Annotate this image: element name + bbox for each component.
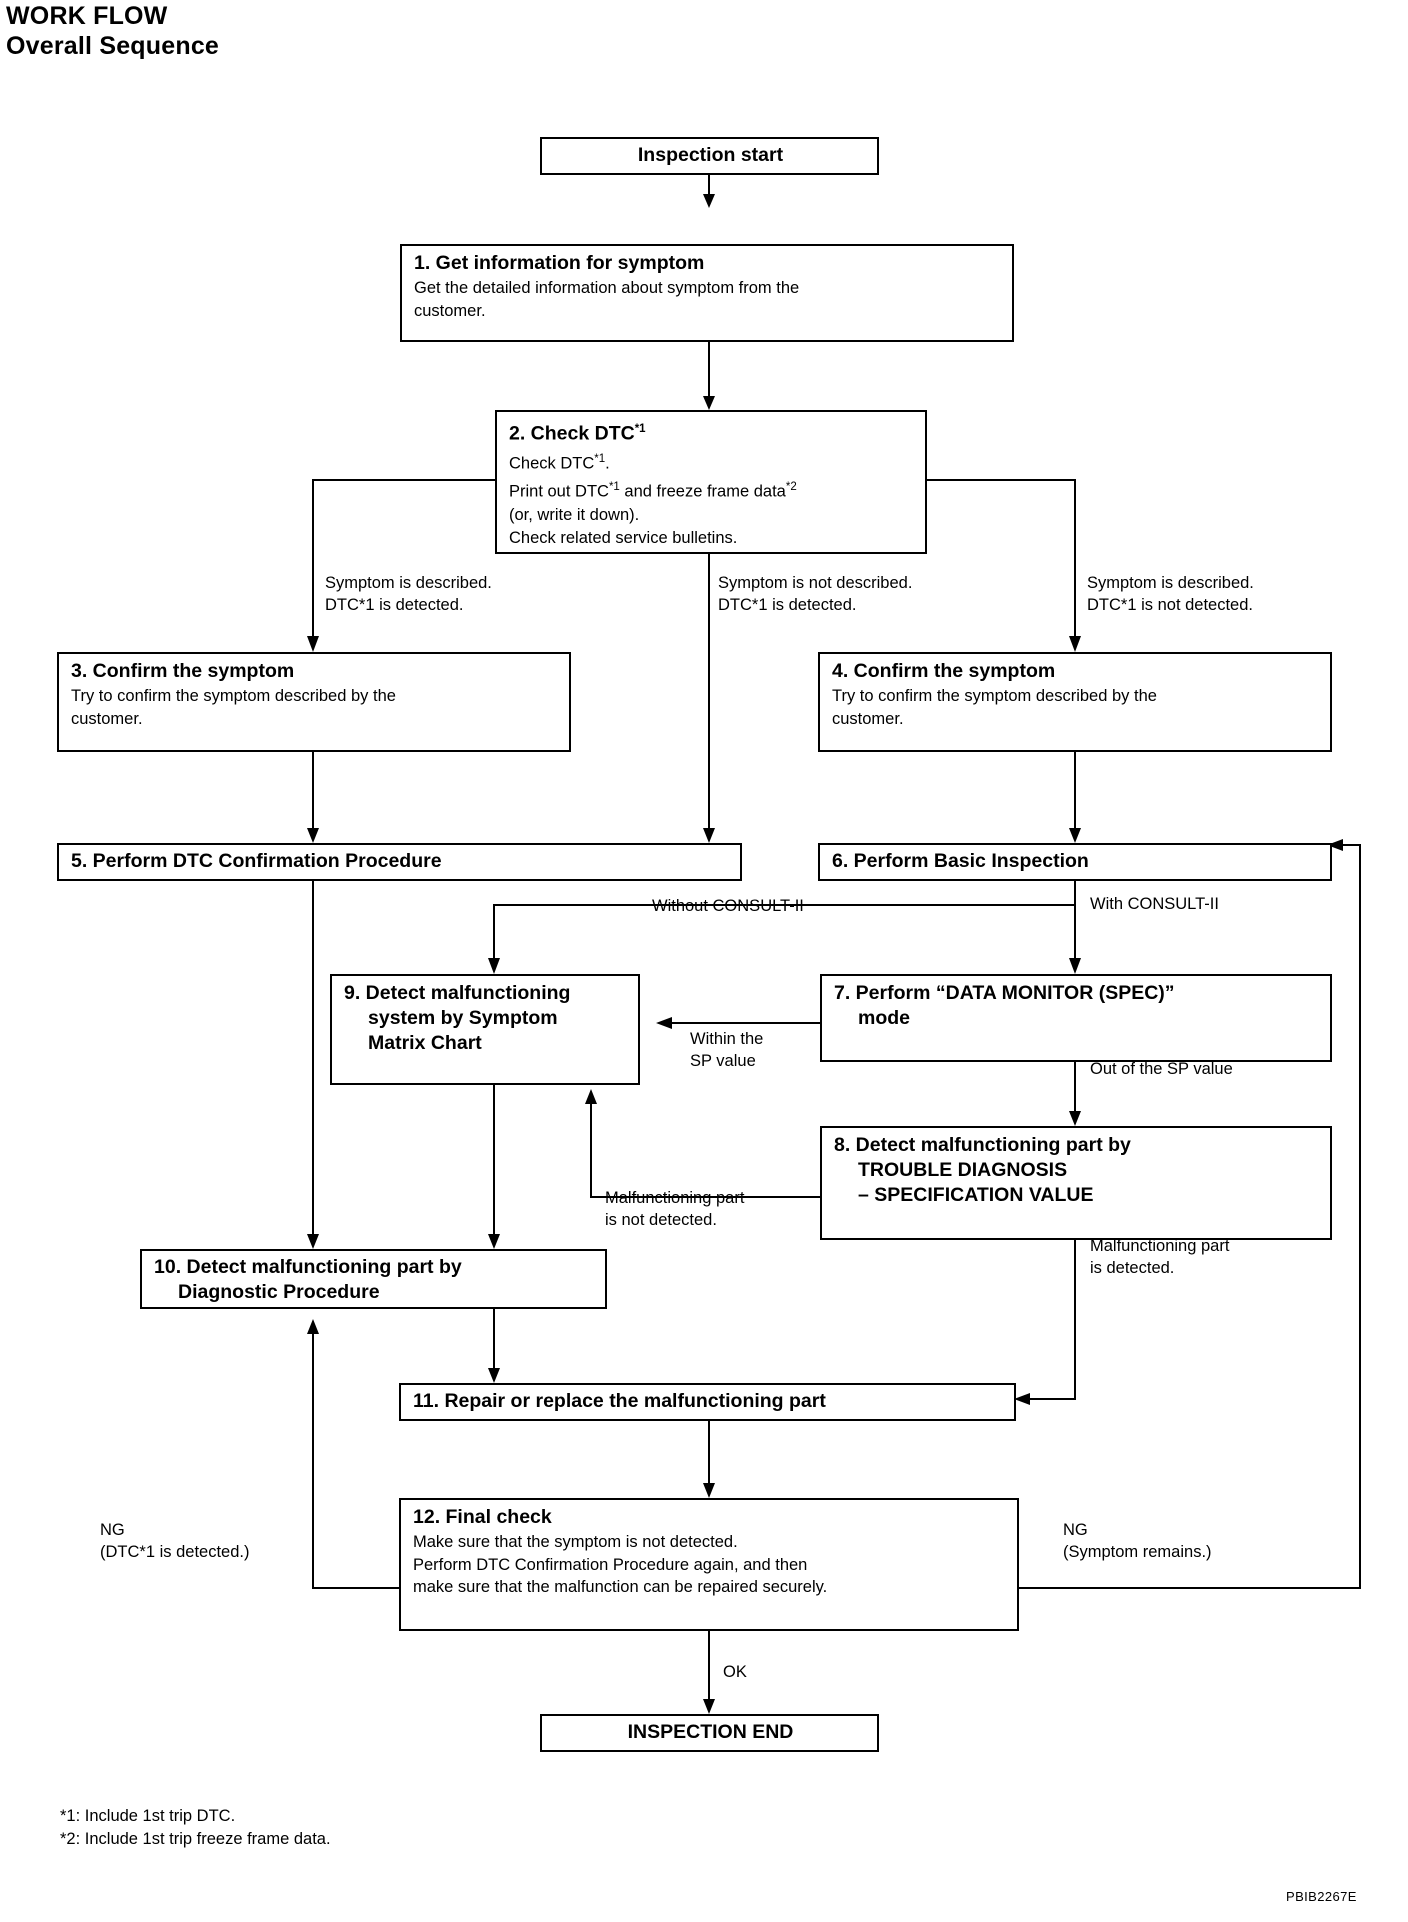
box-title-line-2: TROUBLE DIAGNOSIS <box>858 1159 1068 1181</box>
box-title-line-1: 8. Detect malfunctioning part by <box>834 1134 1131 1156</box>
footnote-marker-1: *1 <box>594 452 606 465</box>
box-step-8[interactable]: 8. Detect malfunctioning part by TROUBLE… <box>820 1126 1332 1240</box>
edge-label-within-sp-value: Within the SP value <box>690 1030 764 1070</box>
footnote-marker-2: *2 <box>785 480 797 493</box>
box-step-11[interactable]: 11. Repair or replace the malfunctioning… <box>399 1383 1016 1421</box>
box-body: Try to confirm the symptom described by … <box>71 687 396 728</box>
box-title-line-2: Diagnostic Procedure <box>178 1281 380 1303</box>
edge-label-with-consult: With CONSULT-II <box>1090 895 1219 913</box>
box-title: 12. Final check <box>413 1506 552 1528</box>
edge-label-branch-right: Symptom is described. DTC*1 is not detec… <box>1087 574 1254 614</box>
box-step-6[interactable]: 6. Perform Basic Inspection <box>818 843 1332 881</box>
box-step-5[interactable]: 5. Perform DTC Confirmation Procedure <box>57 843 742 881</box>
box-title-line-2: mode <box>858 1007 911 1029</box>
footnote-1: *1: Include 1st trip DTC. <box>60 1807 236 1825</box>
edge-label-part-detected: Malfunctioning part is detected. <box>1090 1237 1230 1277</box>
box-title-text: 2. Check DTC <box>509 422 635 445</box>
edge-label-ng-left: NG (DTC*1 is detected.) <box>100 1521 250 1561</box>
box-step-3[interactable]: 3. Confirm the symptom Try to confirm th… <box>57 652 571 752</box>
footnote-2: *2: Include 1st trip freeze frame data. <box>60 1830 331 1848</box>
box-inspection-end[interactable]: INSPECTION END <box>540 1714 879 1752</box>
box-step-7[interactable]: 7. Perform “DATA MONITOR (SPEC)” mode <box>820 974 1332 1062</box>
edge-label-ng-right: NG (Symptom remains.) <box>1063 1521 1212 1561</box>
box-body-line-1: Check DTC*1. <box>509 452 610 473</box>
box-title: 2. Check DTC*1 <box>509 417 915 447</box>
edge-label-out-of-sp-value: Out of the SP value <box>1090 1060 1233 1078</box>
box-title-line-2: system by Symptom <box>368 1007 558 1029</box>
box-step-9[interactable]: 9. Detect malfunctioning system by Sympt… <box>330 974 640 1085</box>
footnote-marker-1: *1 <box>608 480 620 493</box>
box-title-line-3: – SPECIFICATION VALUE <box>858 1184 1094 1206</box>
edge-label-branch-middle: Symptom is not described. DTC*1 is detec… <box>718 574 913 614</box>
box-body: Try to confirm the symptom described by … <box>832 687 1157 728</box>
box-title: 3. Confirm the symptom <box>71 660 295 682</box>
page-subtitle: Overall Sequence <box>6 32 220 60</box>
box-title-line-1: 7. Perform “DATA MONITOR (SPEC)” <box>834 982 1175 1004</box>
box-title-line-3: Matrix Chart <box>368 1032 482 1054</box>
box-step-2[interactable]: 2. Check DTC*1 Check DTC*1. Print out DT… <box>495 410 927 554</box>
box-title-line-1: 10. Detect malfunctioning part by <box>154 1256 462 1278</box>
footnote-marker-1: *1 <box>634 423 646 435</box>
box-title: 4. Confirm the symptom <box>832 660 1056 682</box>
box-title-line-1: 9. Detect malfunctioning <box>344 982 571 1004</box>
box-title: INSPECTION END <box>627 1721 794 1743</box>
page-title: WORK FLOW <box>6 2 168 30</box>
box-body-line-2: Print out DTC*1 and freeze frame data*2 <box>509 480 797 501</box>
box-step-1[interactable]: 1. Get information for symptom Get the d… <box>400 244 1014 342</box>
box-title: 5. Perform DTC Confirmation Procedure <box>71 850 442 872</box>
box-inspection-start[interactable]: Inspection start <box>540 137 879 175</box>
box-title: 11. Repair or replace the malfunctioning… <box>413 1390 826 1412</box>
edge-label-ok: OK <box>723 1663 747 1681</box>
box-body-line-4: Check related service bulletins. <box>509 529 738 547</box>
box-body: Get the detailed information about sympt… <box>414 279 800 320</box>
box-step-10[interactable]: 10. Detect malfunctioning part by Diagno… <box>140 1249 607 1309</box>
box-body: Make sure that the symptom is not detect… <box>413 1533 828 1596</box>
edge-label-without-consult: Without CONSULT-II <box>652 897 804 915</box>
box-title: Inspection start <box>637 144 784 166</box>
box-title: 1. Get information for symptom <box>414 252 705 274</box>
box-body-line-3: (or, write it down). <box>509 505 640 524</box>
figure-code: PBIB2267E <box>1286 1889 1357 1904</box>
box-title: 6. Perform Basic Inspection <box>832 850 1089 872</box>
edge-label-part-not-detected: Malfunctioning part is not detected. <box>605 1189 745 1229</box>
edge-label-branch-left: Symptom is described. DTC*1 is detected. <box>325 574 492 614</box>
box-step-4[interactable]: 4. Confirm the symptom Try to confirm th… <box>818 652 1332 752</box>
box-step-12[interactable]: 12. Final check Make sure that the sympt… <box>399 1498 1019 1631</box>
